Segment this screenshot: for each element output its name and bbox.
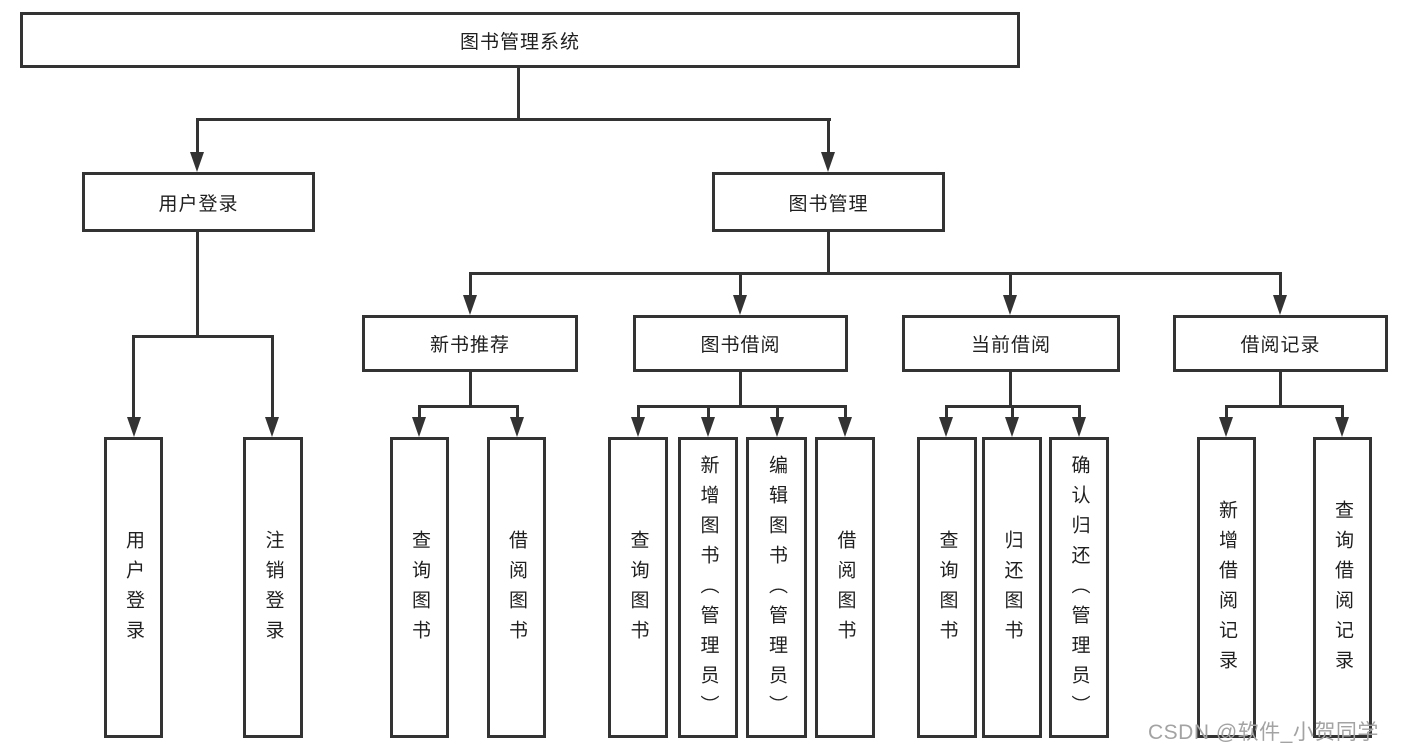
arrow-down-icon — [939, 417, 953, 437]
connector-book-management-stem — [827, 232, 830, 275]
node-book-management: 图书管理 — [712, 172, 945, 232]
connector-user-login-hbar — [133, 335, 274, 338]
connector-drop-current-borrow — [1009, 272, 1012, 298]
connector-drop-book-borrow — [739, 272, 742, 298]
connector-drop-borrow-add — [707, 405, 710, 419]
connector-drop-current-confirm — [1078, 405, 1081, 419]
connector-drop-borrow-edit — [776, 405, 779, 419]
connector-book-management-hbar — [469, 272, 1282, 275]
node-leaf-borrow-query-books: 查询图书 — [608, 437, 668, 738]
arrow-down-icon — [190, 152, 204, 172]
arrow-down-icon — [412, 417, 426, 437]
node-leaf-records-add-record: 新增借阅记录 — [1197, 437, 1256, 738]
node-leaf-recommend-query-books: 查询图书 — [390, 437, 449, 738]
node-leaf-borrow-edit-books-admin: 编辑图书（管理员） — [746, 437, 807, 738]
connector-drop-borrow-records — [1279, 272, 1282, 298]
node-leaf-user-login: 用户登录 — [104, 437, 163, 738]
node-current-borrow: 当前借阅 — [902, 315, 1120, 372]
node-leaf-logout: 注销登录 — [243, 437, 303, 738]
node-user-login: 用户登录 — [82, 172, 315, 232]
node-library-management-system: 图书管理系统 — [20, 12, 1020, 68]
connector-new-book-recommend-hbar — [418, 405, 519, 408]
connector-drop-new-book-recommend — [469, 272, 472, 298]
node-book-borrow: 图书借阅 — [633, 315, 848, 372]
connector-root-hbar — [197, 118, 831, 121]
arrow-down-icon — [127, 417, 141, 437]
connector-borrow-records-hbar — [1225, 405, 1344, 408]
connector-drop-recommend-query — [418, 405, 421, 419]
connector-drop-current-return — [1011, 405, 1014, 419]
connector-drop-leaf-logout — [271, 335, 274, 419]
arrow-down-icon — [631, 417, 645, 437]
node-leaf-current-return-books: 归还图书 — [982, 437, 1042, 738]
connector-book-borrow-stem — [739, 372, 742, 408]
node-leaf-current-confirm-return-admin: 确认归还（管理员） — [1049, 437, 1109, 738]
connector-drop-borrow-borrow — [844, 405, 847, 419]
arrow-down-icon — [821, 152, 835, 172]
arrow-down-icon — [1219, 417, 1233, 437]
node-leaf-records-query-record: 查询借阅记录 — [1313, 437, 1372, 738]
arrow-down-icon — [838, 417, 852, 437]
node-leaf-current-query-books: 查询图书 — [917, 437, 977, 738]
arrow-down-icon — [265, 417, 279, 437]
arrow-down-icon — [1335, 417, 1349, 437]
node-leaf-recommend-borrow-books: 借阅图书 — [487, 437, 546, 738]
node-leaf-borrow-add-books-admin: 新增图书（管理员） — [678, 437, 738, 738]
arrow-down-icon — [1005, 417, 1019, 437]
connector-drop-user-login — [196, 118, 199, 154]
connector-drop-leaf-user-login — [132, 335, 135, 419]
connector-borrow-records-stem — [1279, 372, 1282, 408]
connector-drop-recommend-borrow — [516, 405, 519, 419]
arrow-down-icon — [770, 417, 784, 437]
arrow-down-icon — [510, 417, 524, 437]
arrow-down-icon — [1072, 417, 1086, 437]
connector-drop-current-query — [945, 405, 948, 419]
connector-current-borrow-stem — [1009, 372, 1012, 408]
arrow-down-icon — [1273, 295, 1287, 315]
connector-root-stem — [517, 68, 520, 121]
connector-drop-records-query — [1341, 405, 1344, 419]
arrow-down-icon — [1003, 295, 1017, 315]
arrow-down-icon — [701, 417, 715, 437]
connector-drop-borrow-query — [637, 405, 640, 419]
node-borrow-records: 借阅记录 — [1173, 315, 1388, 372]
arrow-down-icon — [733, 295, 747, 315]
connector-drop-records-add — [1225, 405, 1228, 419]
node-leaf-borrow-borrow-books: 借阅图书 — [815, 437, 875, 738]
connector-book-borrow-hbar — [637, 405, 847, 408]
arrow-down-icon — [463, 295, 477, 315]
connector-user-login-stem — [196, 232, 199, 338]
connector-new-book-recommend-stem — [469, 372, 472, 408]
connector-drop-book-management — [827, 118, 830, 154]
node-new-book-recommend: 新书推荐 — [362, 315, 578, 372]
csdn-watermark: CSDN @软件_小贺同学 — [1148, 721, 1379, 744]
